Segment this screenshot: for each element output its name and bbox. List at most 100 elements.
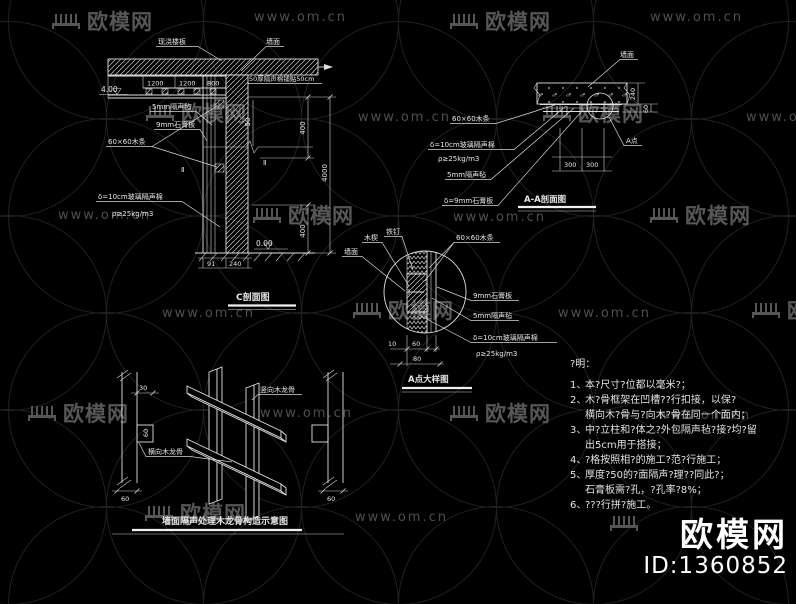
watermark-url: www.om.cn [358,110,451,125]
wall-batten [214,99,225,109]
sofa-icon [146,105,176,121]
label-vertical-keel: 竖向木龙骨 [260,385,295,394]
dim-300b: 300 [586,161,598,169]
watermark-url: www.om.cn [650,10,743,25]
watermark-url: www.om.cn [558,306,651,321]
sofa-icon [450,13,480,29]
watermark-url: www.om.cn [355,510,448,525]
dim-60-box: 60 [142,429,150,437]
watermark-brand-text: 欧模网 [87,10,153,34]
watermark-brand: 欧模网 [253,200,354,230]
watermark-brand: 欧模网 [450,6,551,36]
watermark-brand-text: 欧模网 [685,204,751,228]
keel-notch-left [136,424,154,443]
watermark-brand: 欧模网 [450,398,551,428]
label-felt: 5mm隔声毡 [473,311,512,320]
dim-ticks [397,346,443,367]
site-logo-brand: 欧模网 [680,515,788,554]
dim-ticks [305,94,333,256]
label-gypsum: δ=9mm石膏板 [444,196,493,205]
label-wall: 墙面 [344,247,358,256]
note-item-continuation: 横向木?骨与?向木?骨在同一个面内； [585,410,751,421]
label-density: ρ≥25kg/m3 [112,210,153,218]
ground-hatch [198,252,306,262]
dim-400-bottom: 400 [299,224,307,237]
label-wall: 墙面 [620,50,634,59]
label-density: ρ≥25kg/m3 [438,155,479,163]
sofa-icon [450,405,480,421]
dim-60: 60 [642,105,650,113]
note-item-continuation: 石膏板需?孔，?孔率?8%； [585,485,707,496]
dim-1200b: 1200 [179,80,196,88]
watermark-brand: 欧模网 [752,295,796,325]
section-c: 1200 1200 800 Ⅱ [96,37,336,310]
sofa-icon [543,105,573,121]
watermark-url-text: www.om.cn [658,408,751,423]
keel-diagram: 30 60 60 60 竖向木龙骨 横向木龙骨 墙面隔声处理木龙骨构造示意图 [112,366,348,535]
watermark-url-text: www.om.cn [355,510,448,525]
wall-batten [214,163,225,173]
watermark-brand-text: 欧模网 [485,402,551,426]
dim-60-left: 60 [121,495,129,503]
sofa-icon [28,405,58,421]
notes-block: ?明： 1、本?尺寸?位都以毫米?； 2、木?骨框架在凹槽??行扣接，以保? 横… [570,357,794,513]
label-horizontal-keel: 横向木龙骨 [148,447,183,456]
watermark-url-text: www.om.cn [746,110,796,125]
dim-400-top: 400 [299,121,307,134]
dim-60-right: 60 [327,495,335,503]
wall-hatch [225,74,249,254]
vertical-studs [208,366,260,522]
label-a-point: A点 [626,137,638,145]
sofa-icon [52,13,82,29]
dim-300a: 300 [564,161,576,169]
watermark-url: www.om.cn [658,408,751,423]
watermark-url: www.om.cn [254,10,347,25]
label-batten: 60×60木条 [108,137,146,146]
dim-4000: 4000 [321,164,329,182]
watermark-url-text: www.om.cn [358,110,451,125]
label-batten: 60×60木条 [452,114,490,123]
label-insulation: δ=10cm玻璃隔声棉 [98,192,163,201]
watermark-url-text: www.om.cn [254,10,347,25]
dim-80: 80 [413,355,421,363]
section-arrow [324,64,333,70]
label-wall-top: 墙面 [266,37,280,46]
dim-60: 60 [412,340,420,348]
note-item: 6、???行拼?施工。 [570,500,657,511]
label-strip-note: 50厚隔声棉铺贴50cm [249,74,314,83]
sofa-icon [353,302,383,318]
sofa-icon [145,505,175,521]
dim-240: 240 [629,88,637,100]
detail-marker-circle [586,92,614,120]
title-section-aa: A-A剖面图 [524,194,566,205]
label-gypsum: 9mm石膏板 [473,291,512,300]
watermark-brand-text: 欧模网 [180,502,246,526]
ceiling-battens [145,88,217,95]
sofa-icon [253,207,283,223]
dim-30: 30 [139,384,147,392]
break-mark: Ⅱ [181,166,184,174]
watermark-url-text: www.om.cn [558,306,651,321]
watermark-url: www.om.cn [746,110,796,125]
watermark-brand-text: 欧模网 [485,10,551,34]
note-item-continuation: 出5cm用于搭接； [585,440,667,451]
watermark-brand: 欧模网 [650,200,751,230]
label-felt: 5mm隔声毡 [152,102,191,111]
watermark-url-text: www.om.cn [453,210,546,225]
watermark-brand: 欧模网 [145,498,246,528]
label-gypsum: 9mm石膏板 [156,120,195,129]
note-item: 3、中?立柱和?体之?外包隔声毡?接?均?留 [570,425,757,436]
dim-800: 800 [207,80,219,88]
title-detail: A点大样图 [408,374,449,385]
label-insulation: δ=10cm玻璃隔声棉 [473,333,538,342]
level-4.00: 4.00 [101,85,118,94]
detail-a-point: 10 60 80 铁钉 木楔 墙面 60×60木条 9mm石膏板 5mm隔声毡 … [342,227,557,393]
dim-1200a: 1200 [147,80,164,88]
watermark-url: www.om.cn [453,210,546,225]
watermark-url-text: www.om.cn [650,10,743,25]
dim-50: 50 [244,118,252,127]
slab-hatch [107,58,319,76]
sofa-icon [752,302,782,318]
section-aa: 240 60 300 300 墙面 60×60木条 δ=10cm玻璃隔声棉 ρ≥… [428,50,658,212]
